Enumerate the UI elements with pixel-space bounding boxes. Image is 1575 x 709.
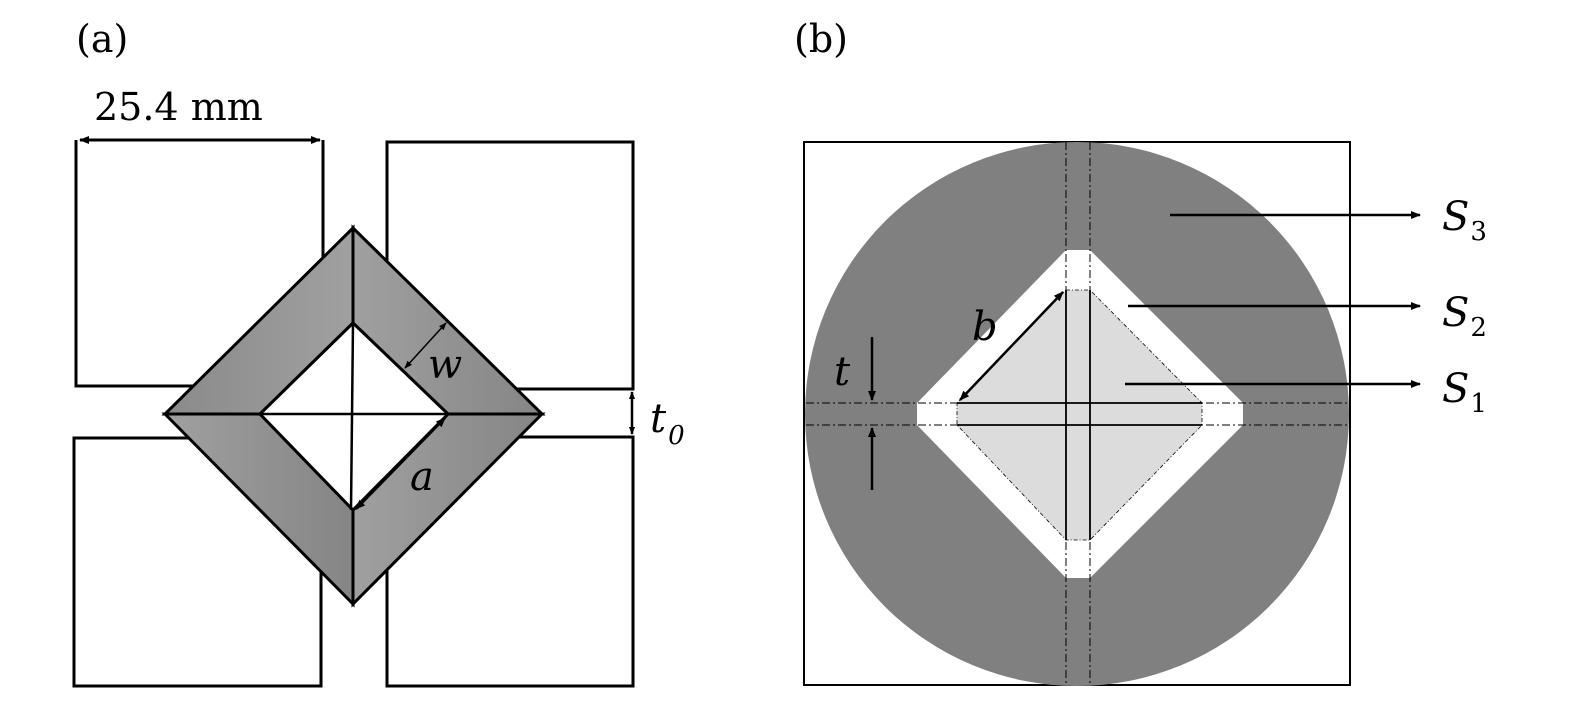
b-label: b bbox=[972, 304, 998, 350]
inner-cross-lines bbox=[957, 290, 1202, 540]
s2-label: S2 bbox=[1442, 290, 1487, 343]
panel-b: (b) b t S3 S2 S1 bbox=[794, 17, 1487, 686]
a-label: a bbox=[410, 454, 434, 500]
gap-lines bbox=[806, 142, 1348, 685]
diamond-ring bbox=[161, 224, 546, 608]
s1-label: S1 bbox=[1442, 366, 1487, 419]
w-arrow bbox=[404, 322, 447, 369]
a-arrow bbox=[355, 417, 446, 510]
inner-vertical-line bbox=[349, 322, 355, 511]
b-arrow bbox=[959, 291, 1064, 401]
w-label: w bbox=[428, 342, 462, 388]
s3-label: S3 bbox=[1442, 194, 1487, 247]
t0-label: t0 bbox=[650, 396, 685, 451]
panel-a: (a) 25.4 mm w a t0 bbox=[72, 17, 685, 688]
panel-a-label: (a) bbox=[76, 17, 128, 61]
dimension-label: 25.4 mm bbox=[94, 85, 263, 129]
panel-b-label: (b) bbox=[794, 17, 848, 61]
t-label: t bbox=[834, 349, 851, 395]
